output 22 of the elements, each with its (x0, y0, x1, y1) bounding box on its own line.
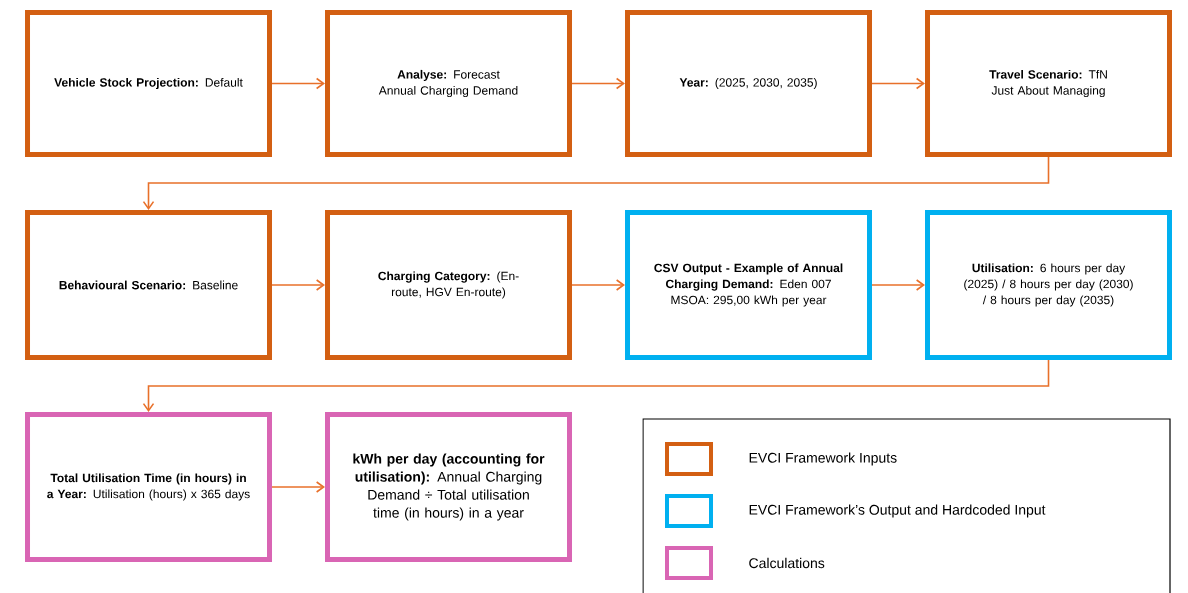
arrow (271, 77, 325, 90)
process-box: kWh per day (accounting for utilisation): Annual Charging Demand ÷ Total utilisation time (in hours) in a year (325, 412, 572, 562)
process-box: Year: (2025, 2030, 2035) (625, 10, 872, 157)
legend-label: EVCI Framework’s Output and Hardcoded Input (749, 504, 1046, 518)
process-box: Travel Scenario: TfN Just About Managing (925, 10, 1172, 157)
process-box: Total Utilisation Time (in hours) in a Year: Utilisation (hours) x 365 days (25, 412, 272, 562)
arrow (271, 279, 325, 291)
legend-label: EVCI Framework Inputs (749, 452, 897, 466)
process-box: Charging Category: (En-route, HGV En-route) (325, 210, 572, 360)
process-box: Vehicle Stock Projection: Default (25, 10, 272, 157)
process-box: CSV Output - Example of Annual Charging Demand: Eden 007 MSOA: 295,00 kWh per year (625, 210, 872, 360)
arrow (571, 279, 625, 291)
process-box: Analyse: Forecast Annual Charging Demand (325, 10, 572, 157)
arrow (271, 481, 325, 493)
arrow (142, 359, 1050, 412)
legend-label: Calculations (749, 557, 825, 569)
process-box: Behavioural Scenario: Baseline (25, 210, 272, 360)
arrow (571, 77, 625, 90)
arrow (142, 156, 1050, 210)
arrow (871, 77, 925, 90)
process-box: Utilisation: 6 hours per day (2025) / 8 hours per day (2030) / 8 hours per day (2035) (925, 210, 1172, 360)
arrow (871, 279, 925, 291)
